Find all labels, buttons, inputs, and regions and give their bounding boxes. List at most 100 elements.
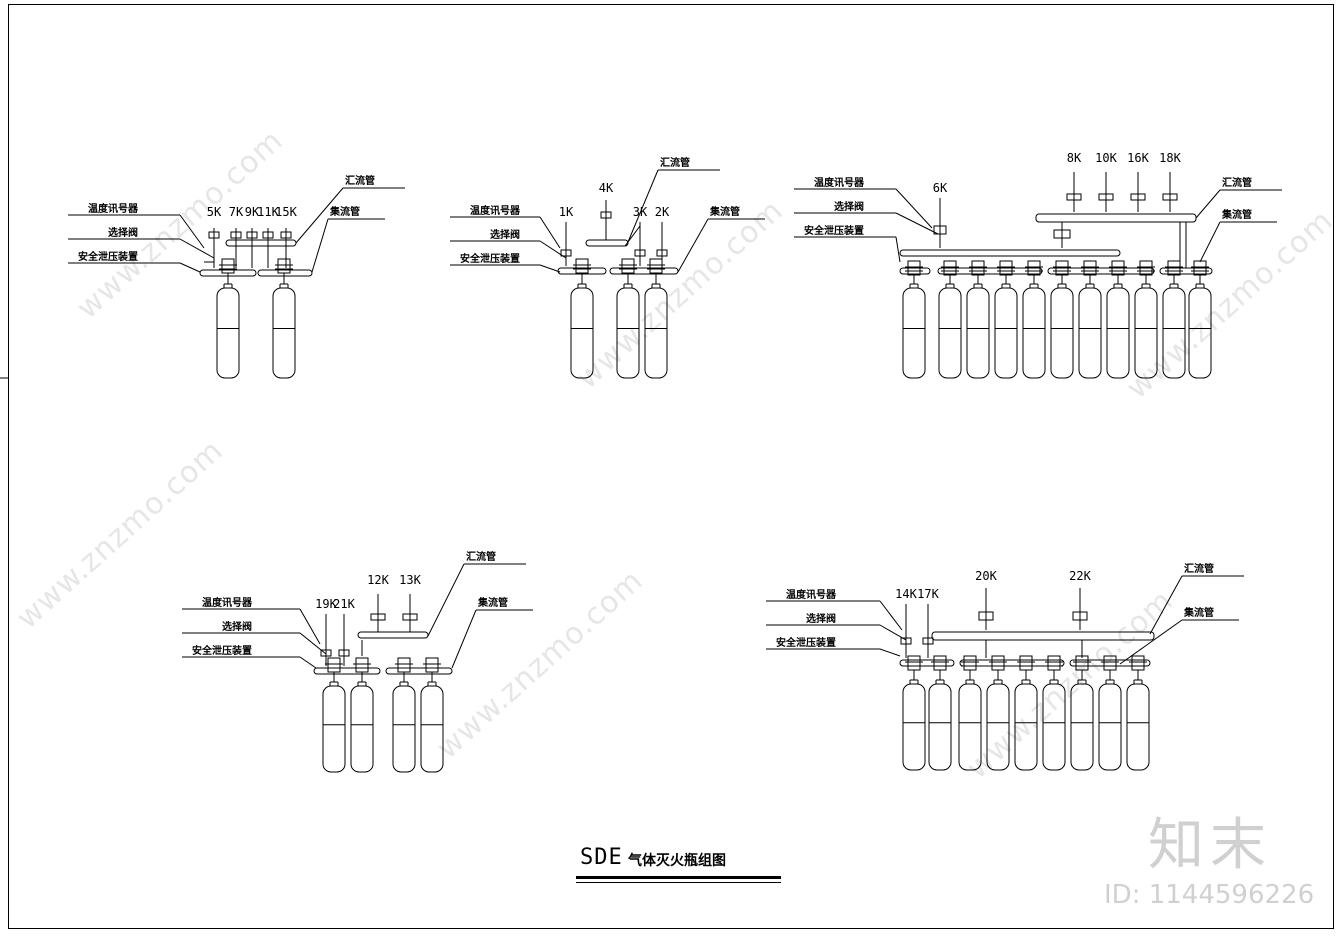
zone-number-label: 15K [275, 205, 297, 219]
valve-stem [907, 655, 921, 671]
manifold-bar [1035, 213, 1197, 223]
leader-line [299, 632, 327, 655]
cylinder-body [902, 683, 926, 771]
zone-number-label: 11K [257, 205, 279, 219]
check-valve [1053, 229, 1071, 239]
check-valve [560, 249, 572, 257]
cylinder-body [1098, 683, 1122, 771]
leader-line [295, 187, 344, 244]
leader-line [895, 212, 939, 235]
cylinder-body [1126, 683, 1150, 771]
leader-line [1195, 189, 1221, 219]
manifold-bar [899, 659, 955, 667]
label-collector-pipe: 集流管 [1221, 208, 1252, 221]
leader-line [1199, 221, 1221, 263]
label-safety-relief: 安全泄压装置 [776, 636, 836, 649]
check-valve [280, 231, 292, 239]
zone-number-label: 20K [975, 569, 997, 583]
cylinder-body [1106, 287, 1130, 379]
zone-number-label: 19K [315, 597, 337, 611]
leader-line [539, 240, 567, 259]
label-collector-pipe: 集流管 [477, 596, 508, 609]
cylinder-body [1022, 287, 1046, 379]
check-valve [634, 249, 646, 257]
cylinder-body [216, 287, 240, 379]
cylinder-body [928, 683, 952, 771]
label-collector-pipe: 集流管 [709, 205, 740, 218]
cylinder-body [994, 287, 1018, 379]
label-safety-relief: 安全泄压装置 [192, 644, 252, 657]
leader-line [179, 262, 201, 273]
valve-stem [991, 655, 1005, 671]
cylinder-body [322, 685, 346, 773]
cylinder-body [958, 683, 982, 771]
cylinder-body [272, 287, 296, 379]
watermark-logo: 知末 [1148, 813, 1272, 878]
check-valve [338, 649, 350, 657]
label-selector-valve: 选择阀 [806, 612, 836, 625]
label-selector-valve: 选择阀 [108, 226, 138, 239]
check-valve [1098, 193, 1114, 201]
cylinder-body [570, 287, 594, 379]
cylinder-body [1050, 287, 1074, 379]
check-valve [262, 231, 274, 239]
manifold-bar [585, 239, 629, 247]
check-valve [246, 231, 258, 239]
leader-line [895, 236, 901, 263]
label-collector-pipe: 集流管 [329, 205, 360, 218]
cylinder-body [616, 287, 640, 379]
leader-line [179, 214, 205, 249]
manifold-bar [313, 667, 381, 675]
leader-line [299, 608, 321, 645]
manifold-bar [1069, 659, 1151, 667]
cylinder-body [1070, 683, 1094, 771]
valve-stem [1131, 655, 1145, 671]
check-valve [370, 613, 386, 621]
leader-line [311, 218, 329, 273]
manifold-bar [1047, 267, 1155, 275]
title-underline-thick [576, 876, 781, 879]
leader-line [427, 563, 465, 637]
valve-stem [621, 258, 635, 274]
valve-stem [425, 657, 439, 673]
valve-stem [327, 657, 341, 673]
valve-stem [1103, 655, 1117, 671]
cylinder-body [1188, 287, 1212, 379]
leader-line [895, 188, 933, 229]
check-valve [1130, 193, 1146, 201]
manifold-bar [959, 659, 1065, 667]
zone-number-label: 4K [599, 181, 614, 195]
check-valve [922, 637, 934, 645]
label-safety-relief: 安全泄压装置 [804, 224, 864, 237]
zone-number-label: 1K [559, 205, 574, 219]
title-text: 气体灭火瓶组图 [628, 853, 726, 869]
zone-number-label: 16K [1127, 151, 1149, 165]
valve-stem [397, 657, 411, 673]
check-valve [208, 231, 220, 239]
manifold-bar [357, 631, 429, 639]
leader-line [879, 648, 901, 657]
leader-line [677, 218, 709, 273]
manifold-bar [937, 267, 1043, 275]
check-valve [1066, 193, 1082, 201]
check-valve [978, 611, 994, 621]
manifold-bar [899, 249, 1121, 257]
label-safety-relief: 安全泄压装置 [460, 252, 520, 265]
valve-stem [963, 655, 977, 671]
zone-number-label: 17K [917, 587, 939, 601]
branch-pipe [624, 225, 641, 247]
check-valve [900, 637, 912, 645]
cylinder-body [644, 287, 668, 379]
label-temp-signaler: 温度讯号器 [88, 202, 139, 215]
zone-number-label: 6K [933, 181, 948, 195]
cylinder-body [966, 287, 990, 379]
valve-stem [1019, 655, 1033, 671]
check-valve [320, 649, 332, 657]
label-selector-valve: 选择阀 [222, 620, 252, 633]
drawing-frame [8, 4, 1334, 929]
cylinder-body [1042, 683, 1066, 771]
check-valve [656, 249, 668, 257]
leader-line [627, 169, 659, 243]
manifold-bar [899, 267, 931, 275]
